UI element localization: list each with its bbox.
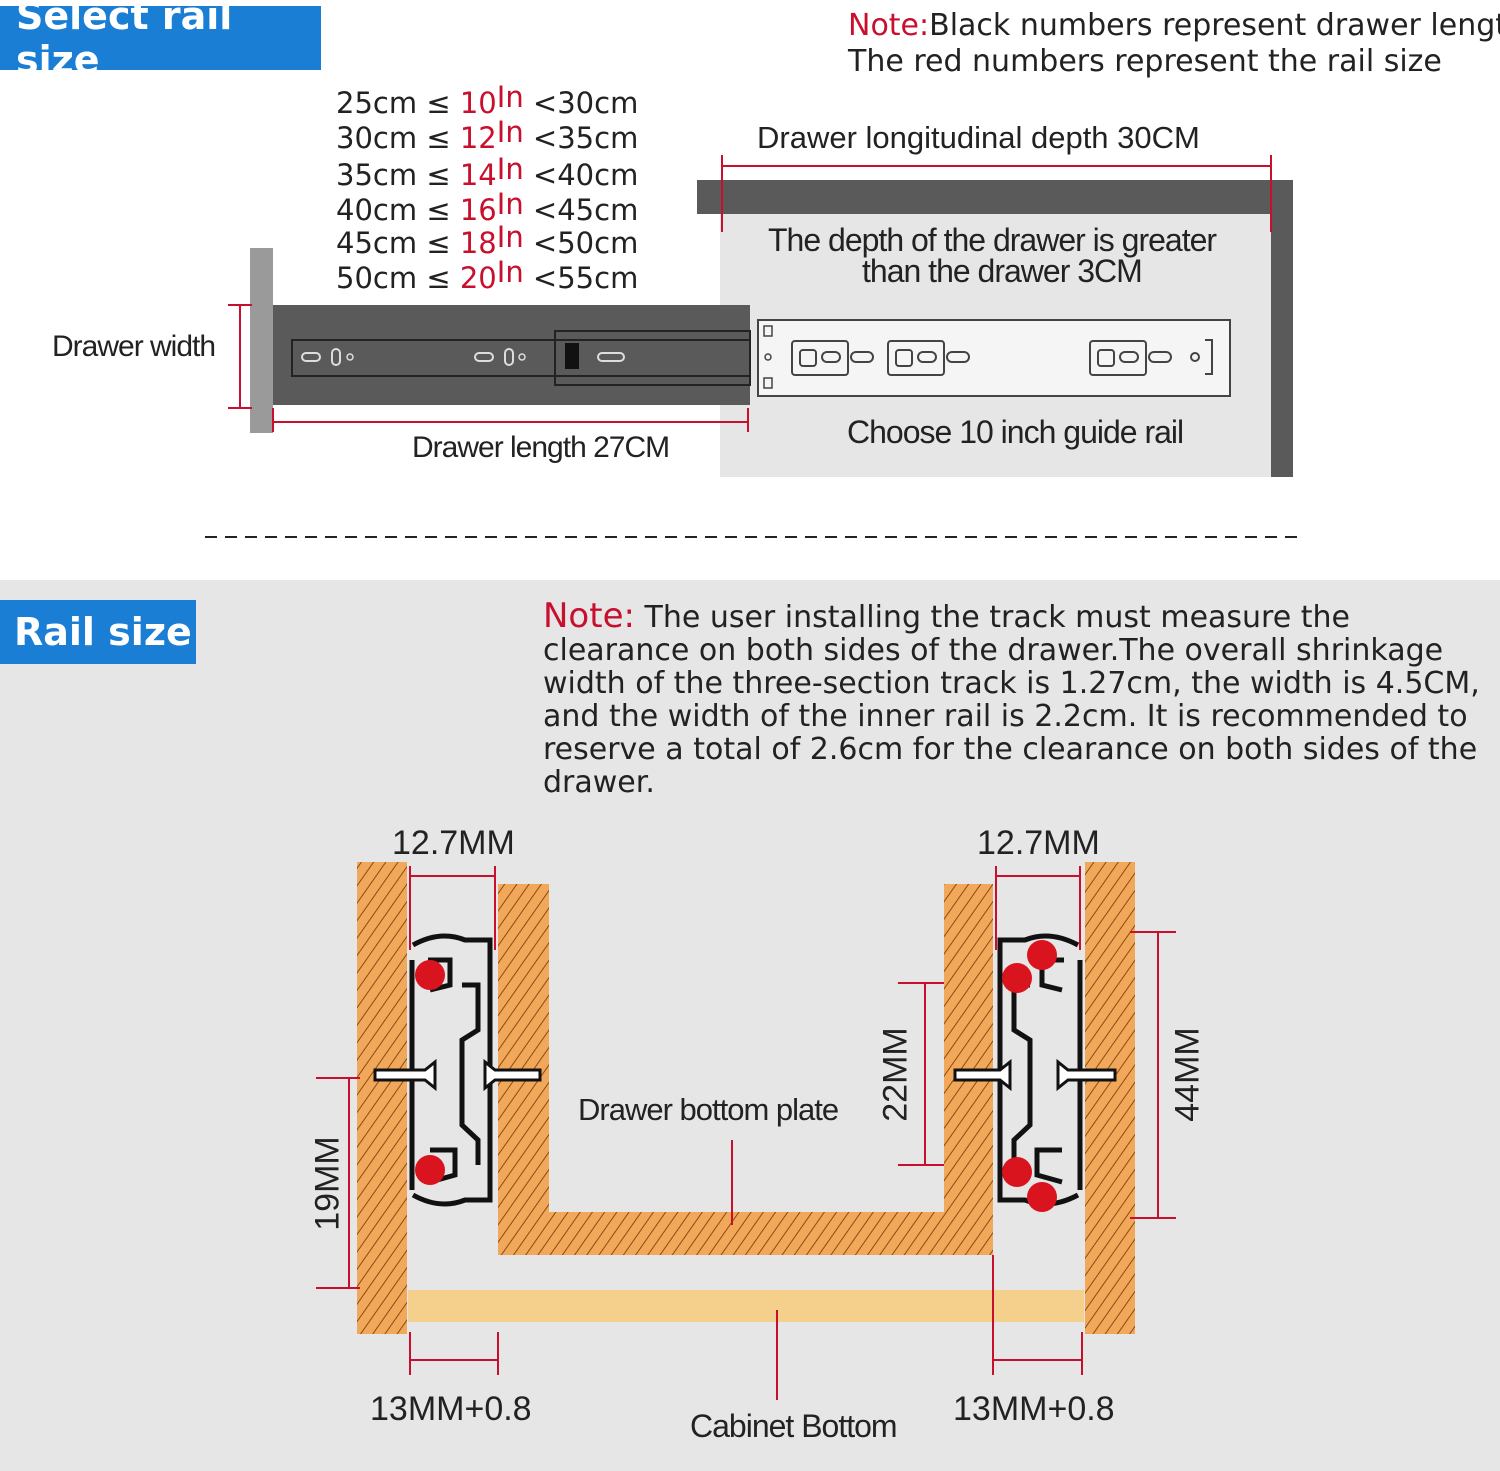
cabinet-bottom-board [408, 1290, 1084, 1322]
size-inch: 20 [459, 261, 497, 295]
size-min: 35cm [336, 158, 418, 192]
rail-size-badge: Rail size [0, 600, 196, 664]
size-row: 45cm ≤ 18In <50cm [336, 220, 639, 260]
size-sym: ≤ [426, 158, 451, 192]
size-unit: In [496, 80, 524, 114]
size-unit: In [496, 115, 524, 149]
size-sym: ≤ [426, 86, 451, 120]
right-rail-ball [1027, 1182, 1057, 1212]
outer-rail-hole [764, 353, 772, 361]
left-cabinet-wall [357, 862, 407, 1334]
rail-slot [504, 348, 514, 366]
size-row: 30cm ≤ 12In <35cm [336, 115, 639, 155]
left-side-dimension: 19MM [308, 1136, 347, 1231]
size-row: 50cm ≤ 20In <55cm [336, 255, 639, 295]
size-max: <30cm [532, 86, 639, 120]
drawer-bottom-plate [498, 884, 993, 1255]
rail-latch [565, 343, 579, 369]
select-rail-size-badge: Select rail size [0, 0, 321, 82]
rail-slot [597, 352, 625, 362]
dimension-lines [316, 866, 1176, 1400]
depth-note-line2: than the drawer 3CM [862, 253, 1143, 289]
size-row: 40cm ≤ 16In <45cm [336, 187, 639, 227]
size-max: <35cm [532, 121, 639, 155]
drawer-front [250, 248, 273, 433]
size-max: <55cm [532, 261, 639, 295]
rail-size-title: Rail size [14, 610, 192, 654]
rail-note-text: The user installing the track must measu… [543, 600, 1480, 800]
right-rail-ball [1002, 1157, 1032, 1187]
rail-hole [346, 353, 354, 361]
top-note-text1: Black numbers represent drawer length [929, 8, 1500, 43]
right-screw-outer [1056, 1058, 1117, 1092]
left-bottom-dimension: 13MM+0.8 [370, 1390, 532, 1428]
right-top-dimension: 12.7MM [977, 824, 1100, 862]
right-screw-inner [953, 1058, 1012, 1092]
size-min: 50cm [336, 261, 418, 295]
outer-rail-slot-group [791, 339, 1213, 376]
size-unit: In [496, 187, 524, 221]
drawer-length-label: Drawer length 27CM [412, 431, 670, 464]
size-min: 45cm [336, 226, 418, 260]
cabinet-top-panel [697, 180, 1293, 214]
rail-slot [474, 352, 494, 362]
choose-rail-label: Choose 10 inch guide rail [847, 414, 1184, 450]
size-inch: 16 [459, 193, 497, 227]
top-note-line2: The red numbers represent the rail size [848, 44, 1442, 79]
outer-rail-hole [763, 325, 773, 337]
rail-size-panel [0, 580, 1500, 1471]
top-note-label: Note: [848, 8, 930, 43]
size-unit: In [496, 255, 524, 289]
rail-slot [301, 352, 321, 362]
drawer-rail-diagram [205, 155, 1300, 538]
size-sym: ≤ [426, 121, 451, 155]
left-top-dimension: 12.7MM [392, 824, 515, 862]
left-screw-outer [373, 1058, 437, 1092]
size-inch: 14 [459, 158, 497, 192]
rail-note-label: Note: [543, 596, 635, 636]
top-note-line1: Note:Black numbers represent drawer leng… [848, 8, 1500, 43]
drawer-width-label: Drawer width [52, 330, 216, 363]
right-rail-ball [1027, 940, 1057, 970]
size-min: 30cm [336, 121, 418, 155]
size-row: 25cm ≤ 10In <30cm [336, 80, 639, 120]
right-cabinet-wall [1085, 862, 1135, 1334]
size-min: 40cm [336, 193, 418, 227]
size-inch: 18 [459, 226, 497, 260]
cabinet-back-panel [1271, 180, 1293, 477]
size-sym: ≤ [426, 193, 451, 227]
outer-rail-hole [763, 377, 773, 389]
size-max: <40cm [532, 158, 639, 192]
size-max: <50cm [532, 226, 639, 260]
outer-rail [757, 319, 1231, 397]
rail-hole [518, 353, 526, 361]
size-inch: 10 [459, 86, 497, 120]
inner-rail-dimension: 22MM [876, 1027, 915, 1122]
cabinet-bottom-label: Cabinet Bottom [690, 1408, 898, 1444]
select-rail-size-title: Select rail size [16, 0, 233, 82]
size-unit: In [496, 152, 524, 186]
size-min: 25cm [336, 86, 418, 120]
left-screw-inner [483, 1058, 542, 1092]
size-sym: ≤ [426, 226, 451, 260]
drawer-bottom-plate-label: Drawer bottom plate [578, 1092, 839, 1127]
size-unit: In [496, 220, 524, 254]
rail-slot [331, 348, 341, 366]
right-bottom-dimension: 13MM+0.8 [953, 1390, 1115, 1428]
size-row: 35cm ≤ 14In <40cm [336, 152, 639, 192]
rail-size-note: Note: The user installing the track must… [543, 599, 1493, 800]
right-rail-ball [1002, 963, 1032, 993]
left-rail-ball-top [415, 960, 445, 990]
right-side-dimension: 44MM [1168, 1027, 1207, 1122]
size-sym: ≤ [426, 261, 451, 295]
left-rail-ball-bottom [415, 1155, 445, 1185]
depth-note-line1: The depth of the drawer is greater [768, 222, 1217, 258]
size-max: <45cm [532, 193, 639, 227]
inner-rail-slider [554, 330, 751, 386]
depth-label: Drawer longitudinal depth 30CM [757, 120, 1200, 155]
size-inch: 12 [459, 121, 497, 155]
